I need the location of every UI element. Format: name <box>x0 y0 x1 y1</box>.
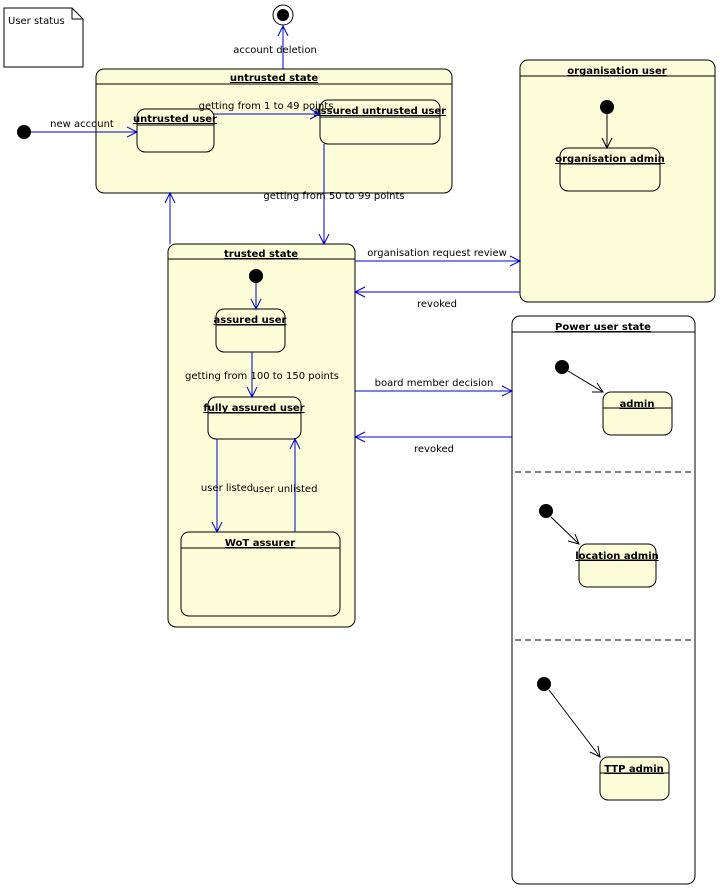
initial-state-admin <box>555 360 569 374</box>
transition-initial-to-ttp-admin[interactable] <box>548 689 601 758</box>
initial-state-location-admin <box>539 504 553 518</box>
transition-revoked-org[interactable] <box>353 286 520 298</box>
assured-untrusted-user-title: assured untrusted user <box>314 106 446 117</box>
initial-state-organisation <box>600 100 614 114</box>
fully-assured-user-state[interactable]: fully assured user <box>203 396 305 440</box>
transition-board-member-decision[interactable] <box>355 385 514 397</box>
assured-user-title: assured user <box>214 315 287 326</box>
label-new-account: new account <box>50 119 114 130</box>
power-user-state-title: Power user state <box>555 322 651 333</box>
transition-user-listed[interactable] <box>211 439 223 534</box>
wot-assurer-state[interactable]: WoT assurer <box>180 531 341 617</box>
transition-initial-to-location-admin[interactable] <box>550 516 580 545</box>
label-getting-1-49: getting from 1 to 49 points <box>199 101 334 112</box>
admin-title: admin <box>620 399 655 410</box>
wot-assurer-title: WoT assurer <box>225 538 295 549</box>
label-revoked-org: revoked <box>417 299 457 310</box>
note-user-status: User status <box>3 7 84 68</box>
transition-trusted-to-untrusted[interactable] <box>164 191 176 244</box>
fully-assured-user-title: fully assured user <box>203 403 304 414</box>
label-user-unlisted: user unlisted <box>253 484 318 495</box>
trusted-state-title: trusted state <box>224 249 298 260</box>
assured-user-state[interactable]: assured user <box>214 308 287 353</box>
assured-untrusted-user-state[interactable]: assured untrusted user <box>314 99 446 145</box>
transition-account-deletion[interactable] <box>277 24 289 69</box>
location-admin-state[interactable]: location admin <box>575 543 659 588</box>
label-revoked-power: revoked <box>414 444 454 455</box>
transition-getting-50-99[interactable] <box>318 144 330 246</box>
transition-getting-1-49[interactable] <box>214 108 322 120</box>
label-org-request-review: organisation request review <box>367 248 507 259</box>
transition-getting-100-150[interactable] <box>246 352 258 399</box>
note-text: User status <box>8 16 65 27</box>
untrusted-state-title: untrusted state <box>230 73 318 84</box>
transition-initial-to-assured-user[interactable] <box>250 283 262 311</box>
final-state <box>272 4 294 26</box>
initial-state-new-account <box>17 125 31 139</box>
initial-state-ttp-admin <box>537 677 551 691</box>
label-user-listed: user listed <box>201 483 253 494</box>
transition-user-unlisted[interactable] <box>289 437 301 532</box>
organisation-admin-title: organisation admin <box>555 154 665 165</box>
ttp-admin-title: TTP admin <box>604 764 664 775</box>
transition-new-account[interactable] <box>31 126 139 138</box>
label-account-deletion: account deletion <box>233 45 317 56</box>
untrusted-user-state[interactable]: untrusted user <box>133 108 217 153</box>
ttp-admin-state[interactable]: TTP admin <box>599 756 670 801</box>
transition-initial-to-admin[interactable] <box>567 370 604 393</box>
label-board-member-decision: board member decision <box>375 378 494 389</box>
organisation-admin-state[interactable]: organisation admin <box>555 147 665 192</box>
untrusted-user-title: untrusted user <box>133 114 217 125</box>
power-user-state[interactable]: Power user state <box>511 315 696 885</box>
admin-state[interactable]: admin <box>602 391 673 436</box>
transition-org-request-review[interactable] <box>355 255 522 267</box>
organisation-user-title: organisation user <box>567 66 666 77</box>
label-getting-50-99: getting from 50 to 99 points <box>263 191 404 202</box>
transition-initial-to-org-admin[interactable] <box>601 114 613 150</box>
transition-revoked-power[interactable] <box>353 431 512 443</box>
label-getting-100-150: getting from 100 to 150 points <box>185 371 339 382</box>
initial-state-trusted <box>249 269 263 283</box>
location-admin-title: location admin <box>575 551 659 562</box>
